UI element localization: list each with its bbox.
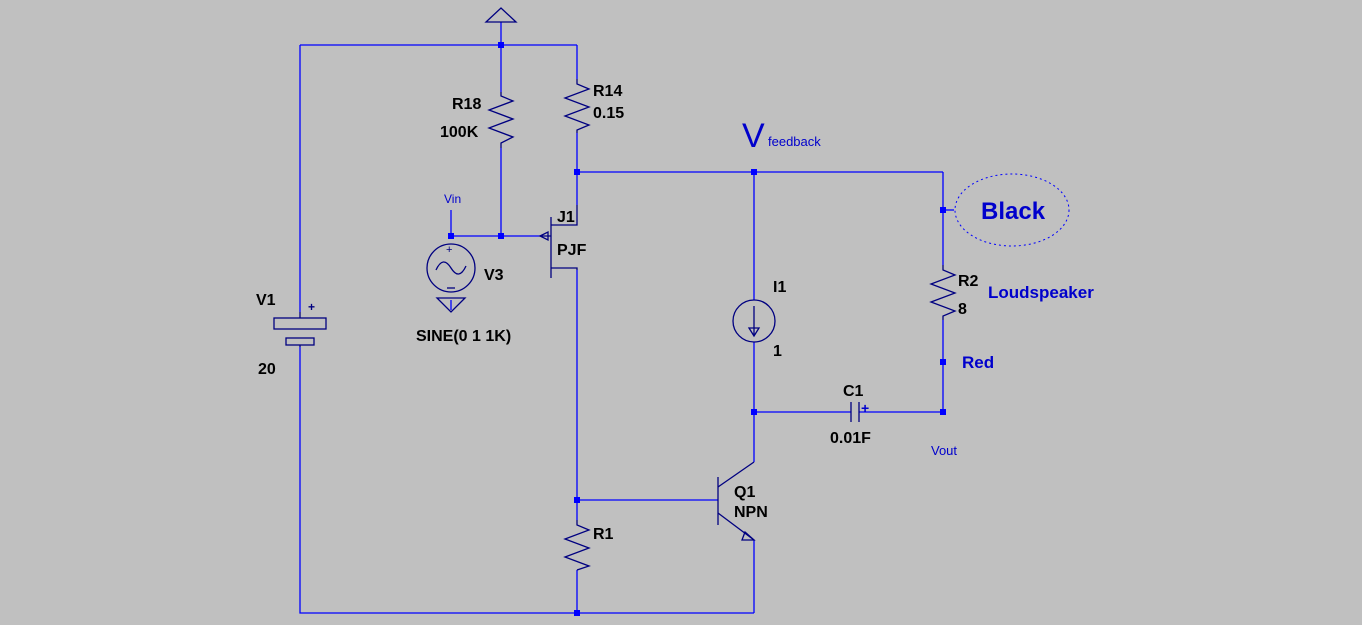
resistor-r18-icon <box>487 92 515 148</box>
black-terminal-outline <box>954 173 1070 247</box>
c1-value: 0.01F <box>830 430 871 447</box>
net-label-vfeedback-subscript: feedback <box>768 134 821 149</box>
r14-ref: R14 <box>593 83 622 100</box>
current-source-i1-icon <box>732 299 776 343</box>
c1-ref: C1 <box>843 383 864 400</box>
sine-source-v3-icon: + <box>426 243 476 293</box>
svg-text:+: + <box>861 400 869 416</box>
q1-value: NPN <box>734 504 768 521</box>
v3-value: SINE(0 1 1K) <box>416 328 511 345</box>
r18-value: 100K <box>440 124 479 141</box>
j1-ref: J1 <box>557 209 575 226</box>
svg-text:+: + <box>308 300 315 314</box>
capacitor-c1-icon: + <box>850 400 869 422</box>
v1-ref: V1 <box>256 292 276 309</box>
r14-value: 0.15 <box>593 105 624 122</box>
annotation-red: Red <box>962 353 994 372</box>
v1-value: 20 <box>258 361 276 378</box>
net-label-vin: Vin <box>444 192 461 206</box>
j1-value: PJF <box>557 242 587 259</box>
wires <box>299 22 954 614</box>
ground-icon <box>435 297 467 313</box>
svg-text:+: + <box>446 244 452 256</box>
annotation-black: Black <box>981 198 1046 225</box>
resistor-r1-icon <box>563 520 591 571</box>
annotation-loudspeaker: Loudspeaker <box>988 283 1094 302</box>
jfet-j1-icon <box>538 205 578 278</box>
v3-ref: V3 <box>484 267 504 284</box>
npn-transistor-q1-icon <box>717 461 756 541</box>
junction-dots <box>448 42 946 616</box>
r18-ref: R18 <box>452 96 481 113</box>
supply-arrow-icon <box>484 7 518 23</box>
i1-value: 1 <box>773 343 782 360</box>
resistor-r2-icon <box>929 265 957 320</box>
battery-v1-icon: + <box>273 300 327 347</box>
r2-ref: R2 <box>958 273 979 290</box>
i1-ref: I1 <box>773 279 786 296</box>
q1-ref: Q1 <box>734 484 755 501</box>
net-label-vout: Vout <box>931 443 957 458</box>
net-label-vfeedback: V <box>742 117 765 155</box>
resistor-r14-icon <box>563 79 591 133</box>
r2-value: 8 <box>958 301 967 318</box>
r1-ref: R1 <box>593 526 614 543</box>
